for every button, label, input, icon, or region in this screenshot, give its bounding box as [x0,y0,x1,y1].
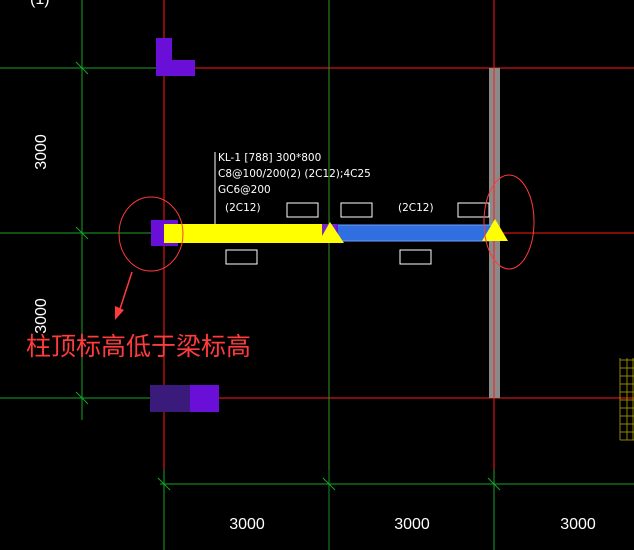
green-tick-2 [322,477,336,491]
rebar-box-top-2[interactable] [340,202,373,218]
rebar-box-bottom-1[interactable] [225,249,258,265]
dimension-horizontal-1: 3000 [229,516,265,533]
beam-end-triangle-2 [482,219,508,241]
green-tick-1 [157,477,171,491]
rebar-box-bottom-2[interactable] [399,249,432,265]
rebar-box-top-3[interactable] [457,202,490,218]
column-bottom-bright[interactable] [190,385,219,412]
column-l-shape-top[interactable] [156,38,195,76]
highlight-circle-left [118,196,184,272]
beam-span-2-blue[interactable] [335,224,492,242]
hatch-block-right [619,358,634,441]
green-tick-v-bottom [75,391,89,405]
axis-label-corner: (1) [30,0,50,8]
beam-top-rebar-label[interactable]: (2C12) [225,202,261,214]
highlight-circle-right [483,174,535,270]
dimension-vertical-lower: 3000 [33,298,50,334]
dimension-horizontal-2: 3000 [394,516,430,533]
annotation-text: 柱顶标高低于梁标高 [26,332,251,361]
green-tick-3 [487,477,501,491]
dimension-vertical-upper: 3000 [33,134,50,170]
beam-span2-rebar-label[interactable]: (2C12) [398,202,434,214]
green-tick-v-top [75,61,89,75]
column-bottom-dark[interactable] [150,385,190,412]
dimension-horizontal-3: 3000 [560,516,596,533]
green-tick-v-mid [75,226,89,240]
annotation-arrow-shaft [118,271,133,313]
annotation-arrow-head [115,306,124,320]
rebar-label-boxes [225,202,490,265]
beam-name-label[interactable]: KL-1 [788] 300*800 [218,152,321,164]
rebar-box-top-1[interactable] [286,202,319,218]
beam-span-1-yellow[interactable] [164,224,336,243]
beam-stirrup-label[interactable]: C8@100/200(2) (2C12);4C25 [218,168,371,180]
beam-waist-label[interactable]: GC6@200 [218,184,271,196]
beam-end-triangle-1 [318,222,344,243]
